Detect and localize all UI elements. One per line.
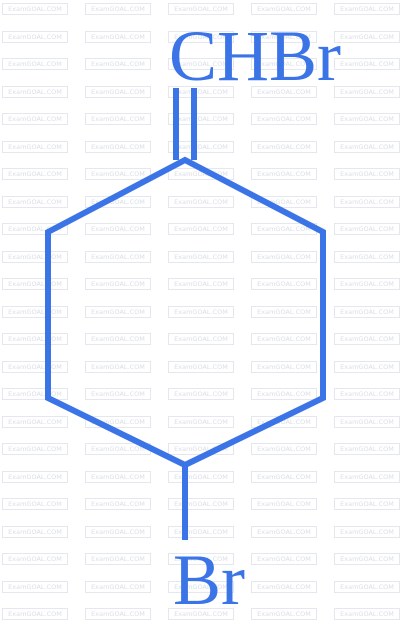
- watermark-tile: ExamGOAL.COM: [168, 580, 234, 593]
- watermark-tile: ExamGOAL.COM: [2, 333, 68, 345]
- watermark-tile: ExamGOAL.COM: [251, 85, 317, 98]
- watermark-tile: ExamGOAL.COM: [168, 85, 234, 98]
- watermark-tile: ExamGOAL.COM: [85, 223, 151, 235]
- watermark-tile: ExamGOAL.COM: [2, 388, 68, 400]
- watermark-tile: ExamGOAL.COM: [251, 140, 317, 153]
- watermark-tile: ExamGOAL.COM: [251, 608, 317, 620]
- watermark-tile: ExamGOAL.COM: [2, 3, 68, 15]
- watermark-tile: ExamGOAL.COM: [85, 305, 151, 318]
- watermark-tile: ExamGOAL.COM: [168, 3, 234, 15]
- bottom-substituent-label: Br: [173, 540, 245, 620]
- cyclohexane-ring: [45, 156, 326, 469]
- watermark-tile: ExamGOAL.COM: [168, 305, 234, 318]
- watermark-tile: ExamGOAL.COM: [251, 58, 317, 70]
- watermark-tile: ExamGOAL.COM: [168, 415, 234, 428]
- watermark-tile: ExamGOAL.COM: [85, 140, 151, 153]
- watermark-tile: ExamGOAL.COM: [85, 85, 151, 98]
- watermark-tile: ExamGOAL.COM: [85, 470, 151, 483]
- watermark-tile: ExamGOAL.COM: [85, 360, 151, 373]
- watermark-tile: ExamGOAL.COM: [85, 415, 151, 428]
- watermark-tile: ExamGOAL.COM: [251, 278, 317, 290]
- watermark-tile: ExamGOAL.COM: [251, 360, 317, 373]
- watermark-tile: ExamGOAL.COM: [251, 30, 317, 43]
- watermark-tile: ExamGOAL.COM: [251, 470, 317, 483]
- watermark-tile: ExamGOAL.COM: [2, 443, 68, 455]
- watermark-tile: ExamGOAL.COM: [168, 388, 234, 400]
- watermark-tile: ExamGOAL.COM: [251, 113, 317, 125]
- watermark-tile: ExamGOAL.COM: [85, 278, 151, 290]
- watermark-tile: ExamGOAL.COM: [251, 305, 317, 318]
- watermark-tile: ExamGOAL.COM: [251, 498, 317, 510]
- watermark-tile: ExamGOAL.COM: [85, 168, 151, 180]
- watermark-tile: ExamGOAL.COM: [2, 580, 68, 593]
- watermark-tile: ExamGOAL.COM: [85, 113, 151, 125]
- watermark-tile: ExamGOAL.COM: [2, 223, 68, 235]
- watermark-tile: ExamGOAL.COM: [251, 333, 317, 345]
- watermark-tile: ExamGOAL.COM: [168, 498, 234, 510]
- watermark-tile: ExamGOAL.COM: [2, 85, 68, 98]
- watermark-tile: ExamGOAL.COM: [2, 250, 68, 263]
- watermark-tile: ExamGOAL.COM: [251, 388, 317, 400]
- watermark-tile: ExamGOAL.COM: [2, 140, 68, 153]
- watermark-tile: ExamGOAL.COM: [168, 333, 234, 345]
- watermark-tile: ExamGOAL.COM: [168, 608, 234, 620]
- watermark-tile: ExamGOAL.COM: [168, 58, 234, 70]
- watermark-tile: ExamGOAL.COM: [168, 250, 234, 263]
- watermark-tile: ExamGOAL.COM: [2, 278, 68, 290]
- watermark-tile: ExamGOAL.COM: [168, 553, 234, 565]
- watermark-tile: ExamGOAL.COM: [251, 580, 317, 593]
- watermark-tile: ExamGOAL.COM: [85, 553, 151, 565]
- top-substituent-label: CHBr: [169, 16, 341, 96]
- watermark-tile: ExamGOAL.COM: [168, 140, 234, 153]
- watermark-tile: ExamGOAL.COM: [85, 388, 151, 400]
- watermark-tile: ExamGOAL.COM: [2, 30, 68, 43]
- watermark-tile: ExamGOAL.COM: [251, 250, 317, 263]
- watermark-tile: ExamGOAL.COM: [2, 195, 68, 208]
- watermark-tile: ExamGOAL.COM: [2, 553, 68, 565]
- watermark-tile: ExamGOAL.COM: [168, 30, 234, 43]
- watermark-tile: ExamGOAL.COM: [251, 443, 317, 455]
- watermark-tile: ExamGOAL.COM: [85, 498, 151, 510]
- watermark-tile: ExamGOAL.COM: [2, 608, 68, 620]
- watermark-tile: ExamGOAL.COM: [2, 58, 68, 70]
- watermark-tile: ExamGOAL.COM: [168, 278, 234, 290]
- watermark-tile: ExamGOAL.COM: [168, 360, 234, 373]
- watermark-tile: ExamGOAL.COM: [85, 333, 151, 345]
- watermark-tile: ExamGOAL.COM: [85, 250, 151, 263]
- watermark-tile: ExamGOAL.COM: [85, 525, 151, 538]
- watermark-tile: ExamGOAL.COM: [168, 525, 234, 538]
- watermark-tile: ExamGOAL.COM: [85, 608, 151, 620]
- watermark-tile: ExamGOAL.COM: [251, 195, 317, 208]
- watermark-tile: ExamGOAL.COM: [251, 553, 317, 565]
- watermark-tile: ExamGOAL.COM: [168, 113, 234, 125]
- watermark-tile: ExamGOAL.COM: [168, 223, 234, 235]
- watermark-tile: ExamGOAL.COM: [2, 415, 68, 428]
- watermark-tile: ExamGOAL.COM: [2, 113, 68, 125]
- watermark-tile: ExamGOAL.COM: [85, 3, 151, 15]
- watermark-tile: ExamGOAL.COM: [85, 30, 151, 43]
- watermark-tile: ExamGOAL.COM: [85, 58, 151, 70]
- watermark-tile: ExamGOAL.COM: [251, 3, 317, 15]
- watermark-tile: ExamGOAL.COM: [2, 525, 68, 538]
- watermark-tile: ExamGOAL.COM: [2, 360, 68, 373]
- watermark-tile: ExamGOAL.COM: [2, 305, 68, 318]
- watermark-tile: ExamGOAL.COM: [2, 470, 68, 483]
- watermark-tile: ExamGOAL.COM: [251, 525, 317, 538]
- watermark-tile: ExamGOAL.COM: [168, 470, 234, 483]
- watermark-tile: ExamGOAL.COM: [2, 498, 68, 510]
- watermark-tile: ExamGOAL.COM: [168, 195, 234, 208]
- watermark-tile: ExamGOAL.COM: [85, 580, 151, 593]
- watermark-tile: ExamGOAL.COM: [251, 168, 317, 180]
- watermark-tile: ExamGOAL.COM: [2, 168, 68, 180]
